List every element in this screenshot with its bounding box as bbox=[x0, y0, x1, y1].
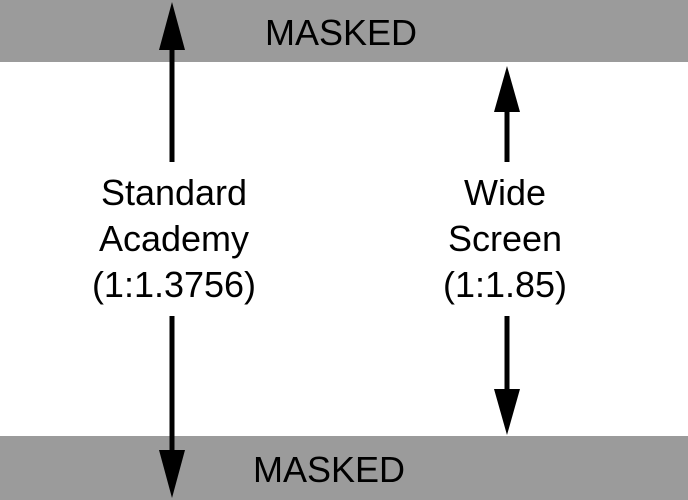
top-masked-label: MASKED bbox=[264, 12, 418, 53]
standard-academy-label: Standard Academy (1:1.3756) bbox=[74, 170, 274, 308]
standard-line1: Standard bbox=[100, 172, 248, 213]
bottom-masked-label: MASKED bbox=[252, 449, 406, 490]
standard-line2: Academy bbox=[98, 218, 250, 259]
wide-line2: Screen bbox=[447, 218, 563, 259]
wide-ratio: (1:1.85) bbox=[442, 264, 568, 305]
bottom-masked-band: MASKED bbox=[0, 436, 688, 500]
top-masked-band: MASKED bbox=[0, 0, 688, 62]
wide-up-arrow bbox=[494, 66, 520, 162]
wide-screen-label: Wide Screen (1:1.85) bbox=[410, 170, 600, 308]
standard-down-arrow bbox=[159, 316, 185, 498]
standard-up-arrow bbox=[159, 2, 185, 162]
wide-down-arrow bbox=[494, 316, 520, 435]
wide-line1: Wide bbox=[463, 172, 547, 213]
standard-ratio: (1:1.3756) bbox=[91, 264, 257, 305]
